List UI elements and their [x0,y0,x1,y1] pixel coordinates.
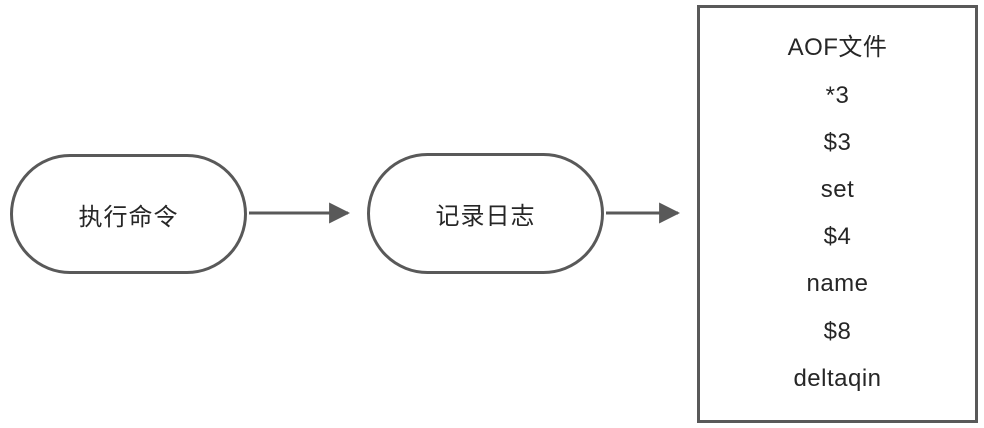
aof-box-line-5: name [806,270,869,298]
aof-box-line-7: deltaqin [793,364,882,392]
aof-box-line-6: $8 [823,317,852,345]
node-record-log: 记录日志 [367,153,604,274]
aof-box-line-1: *3 [825,81,850,109]
aof-box-line-3: set [820,175,855,203]
aof-box-line-2: $3 [823,128,852,156]
node-execute-command-label: 执行命令 [78,203,179,231]
aof-file-box: AOF文件 *3 $3 set $4 name $8 deltaqin [697,5,978,423]
aof-box-line-4: $4 [823,223,852,251]
node-execute-command: 执行命令 [10,154,247,274]
aof-box-title: AOF文件 [787,34,888,62]
node-record-log-label: 记录日志 [435,203,536,230]
